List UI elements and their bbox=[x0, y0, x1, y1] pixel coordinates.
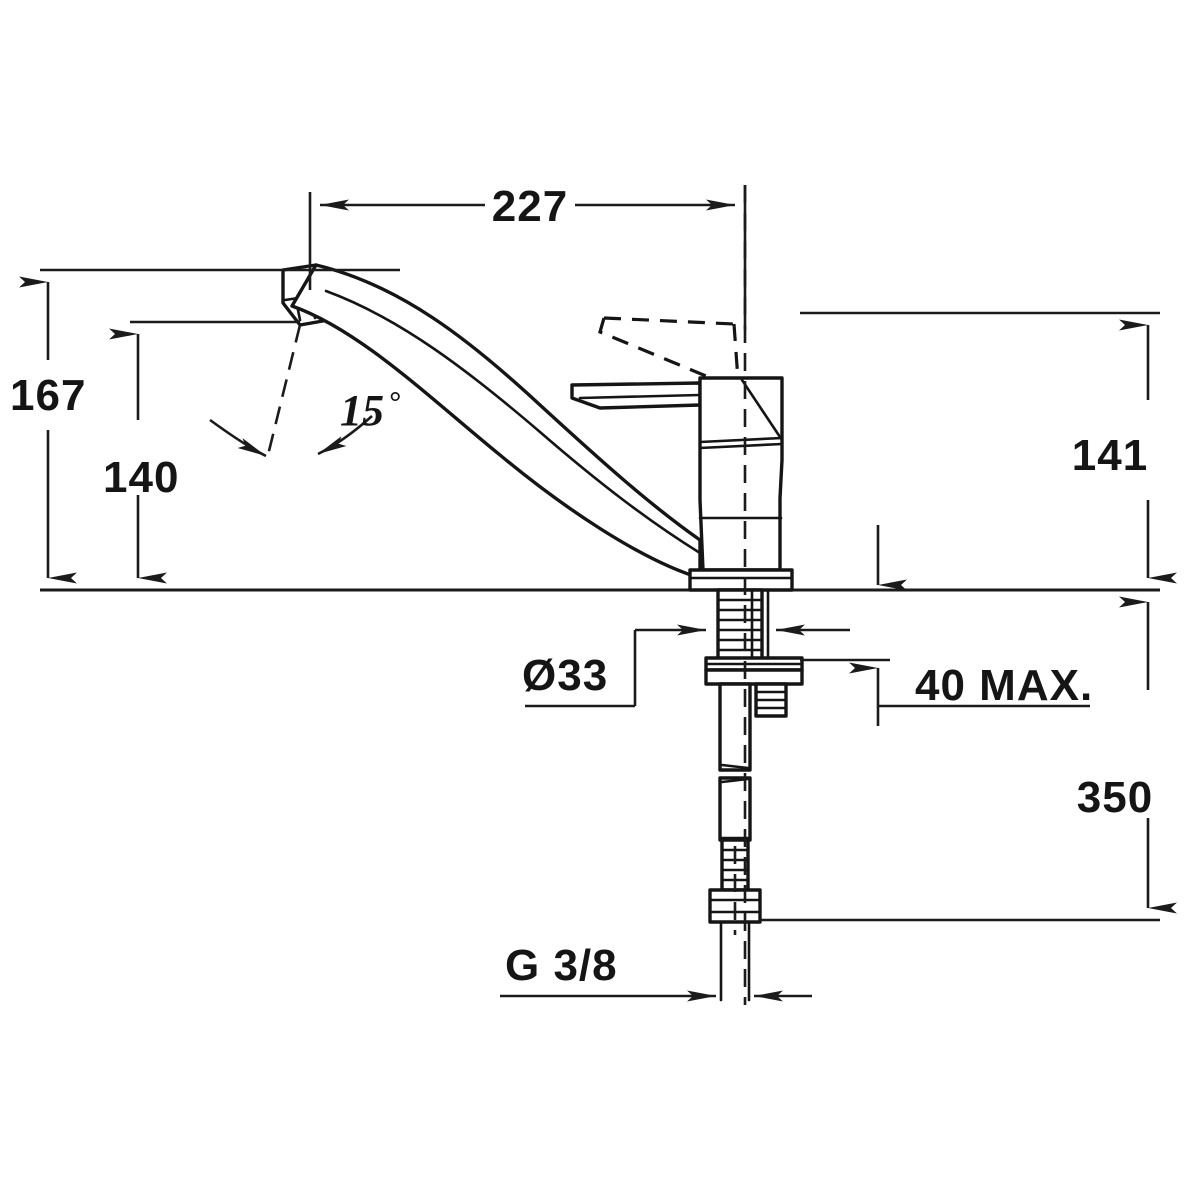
dimension-label-mount-hole: Ø33 bbox=[522, 651, 608, 700]
dimension-spout-reach: 227 bbox=[308, 182, 747, 330]
dimension-hose-length: 350 bbox=[760, 596, 1177, 922]
faucet-body-column bbox=[688, 376, 794, 592]
dimension-label-hose-length: 350 bbox=[1077, 773, 1153, 822]
hose-stem-bottom bbox=[719, 920, 751, 1002]
lever-handle-closed bbox=[570, 381, 702, 410]
dimension-label-spout-height: 140 bbox=[103, 453, 179, 502]
mounting-hardware bbox=[704, 656, 804, 718]
threaded-shank bbox=[716, 588, 770, 662]
dimension-body-height: 141 bbox=[800, 311, 1177, 584]
dimension-thread-size: G 3/8 bbox=[500, 941, 812, 1002]
dimension-label-body-height: 141 bbox=[1072, 431, 1148, 480]
lever-handle-open-phantom bbox=[598, 316, 740, 390]
dimension-label-counter-thickness: 40 MAX. bbox=[915, 661, 1093, 710]
dimension-counter-thickness: 40 MAX. bbox=[800, 525, 1093, 726]
dimension-overall-height: 167 bbox=[10, 268, 400, 584]
faucet-body-graphic bbox=[281, 185, 804, 1005]
dimension-spout-height: 140 bbox=[103, 320, 300, 584]
dimension-label-spout-reach: 227 bbox=[492, 182, 568, 231]
dimension-label-swivel-angle: 15 bbox=[340, 386, 384, 435]
dimension-label-overall-height: 167 bbox=[10, 371, 86, 420]
dimension-swivel-angle: 15 ° bbox=[209, 324, 400, 458]
dimension-label-thread-size: G 3/8 bbox=[505, 941, 618, 990]
degree-symbol-icon: ° bbox=[388, 386, 400, 419]
supply-hose-upper bbox=[718, 682, 752, 772]
dimension-mount-hole: Ø33 bbox=[522, 624, 850, 708]
